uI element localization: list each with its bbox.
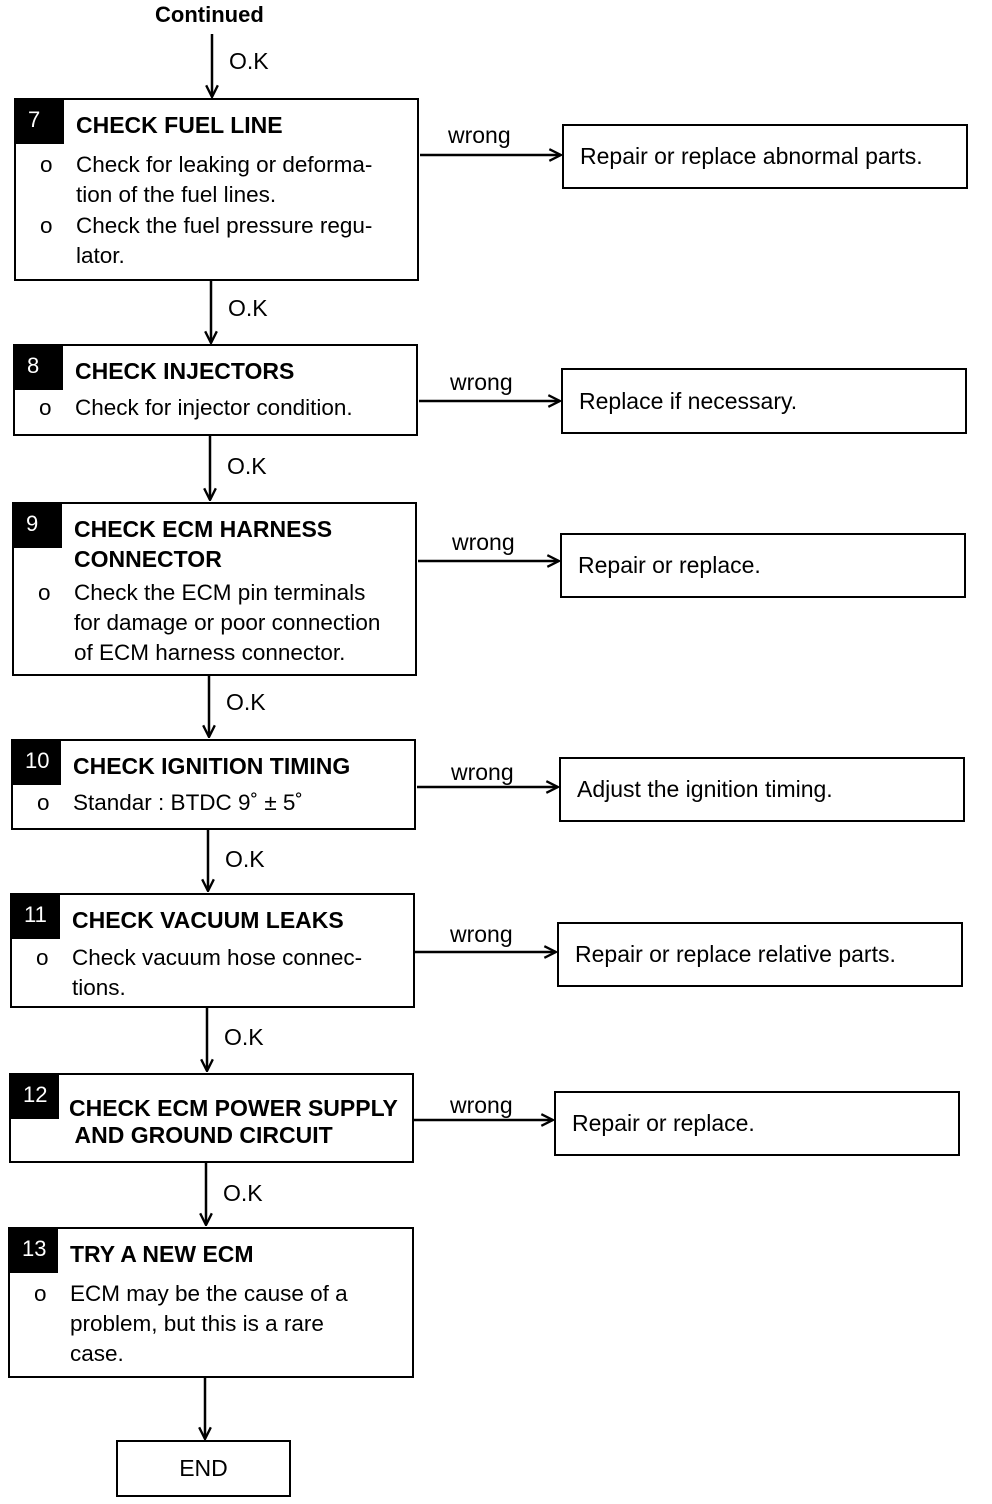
- result-box-11: Repair or replace relative parts.: [557, 922, 963, 987]
- bullet-marker: o: [40, 213, 53, 238]
- step-number: 11: [12, 895, 60, 939]
- ok-label: O.K: [226, 689, 266, 715]
- step-item-text: ECM may be the cause of a problem, but t…: [70, 1281, 348, 1366]
- step-box-12: 12 CHECK ECM POWER SUPPLY AND GROUND CIR…: [9, 1073, 414, 1163]
- step-item-text: Check for injector condition.: [75, 395, 353, 420]
- step-number: 13: [10, 1229, 58, 1273]
- ok-label: O.K: [227, 453, 267, 479]
- end-box: END: [116, 1440, 291, 1497]
- step-number: 12: [11, 1075, 59, 1119]
- bullet-marker: o: [34, 1281, 47, 1306]
- step-number: 9: [14, 504, 62, 548]
- step-box-10: 10 CHECK IGNITION TIMING o Standar : BTD…: [11, 739, 416, 830]
- step-number: 10: [13, 741, 61, 785]
- ok-label: O.K: [229, 48, 269, 74]
- result-box-8: Replace if necessary.: [561, 368, 967, 434]
- step-box-8: 8 CHECK INJECTORS o Check for injector c…: [13, 344, 418, 436]
- wrong-label: wrong: [450, 369, 513, 395]
- step-item-text: Check vacuum hose connec- tions.: [72, 945, 363, 1000]
- step-title: TRY A NEW ECM: [70, 1241, 254, 1267]
- step-number: 7: [16, 100, 64, 144]
- wrong-label: wrong: [451, 759, 514, 785]
- step-box-7: 7 CHECK FUEL LINE o Check for leaking or…: [14, 98, 419, 281]
- wrong-label: wrong: [450, 1092, 513, 1118]
- wrong-label: wrong: [448, 122, 511, 148]
- result-box-10: Adjust the ignition timing.: [559, 757, 965, 822]
- step-box-13: 13 TRY A NEW ECM o ECM may be the cause …: [8, 1227, 414, 1378]
- result-box-9: Repair or replace.: [560, 533, 966, 598]
- step-item-text: Standar : BTDC 9˚ ± 5˚: [73, 790, 303, 815]
- bullet-marker: o: [36, 945, 49, 970]
- continued-label: Continued: [155, 2, 264, 27]
- bullet-marker: o: [40, 152, 53, 177]
- ok-label: O.K: [225, 846, 265, 872]
- result-box-7: Repair or replace abnormal parts.: [562, 124, 968, 189]
- bullet-marker: o: [37, 790, 50, 815]
- result-box-12: Repair or replace.: [554, 1091, 960, 1156]
- bullet-marker: o: [38, 580, 51, 605]
- wrong-label: wrong: [452, 529, 515, 555]
- bullet-marker: o: [39, 395, 52, 420]
- step-item-text: Check the ECM pin terminals for damage o…: [74, 580, 381, 665]
- step-item-text: Check the fuel pressure regu- lator.: [76, 213, 373, 268]
- step-title: CHECK INJECTORS: [75, 358, 295, 384]
- ok-label: O.K: [223, 1180, 263, 1206]
- step-title: CHECK ECM POWER SUPPLY AND GROUND CIRCUI…: [69, 1095, 398, 1148]
- step-box-9: 9 CHECK ECM HARNESS CONNECTOR o Check th…: [12, 502, 417, 676]
- wrong-label: wrong: [450, 921, 513, 947]
- step-item-text: Check for leaking or deforma- tion of th…: [76, 152, 373, 207]
- ok-label: O.K: [224, 1024, 264, 1050]
- step-title: CHECK ECM HARNESS CONNECTOR: [74, 516, 333, 572]
- step-title: CHECK IGNITION TIMING: [73, 753, 351, 779]
- ok-label: O.K: [228, 295, 268, 321]
- step-number: 8: [15, 346, 63, 390]
- step-box-11: 11 CHECK VACUUM LEAKS o Check vacuum hos…: [10, 893, 415, 1008]
- step-title: CHECK VACUUM LEAKS: [72, 907, 344, 933]
- step-title: CHECK FUEL LINE: [76, 112, 283, 138]
